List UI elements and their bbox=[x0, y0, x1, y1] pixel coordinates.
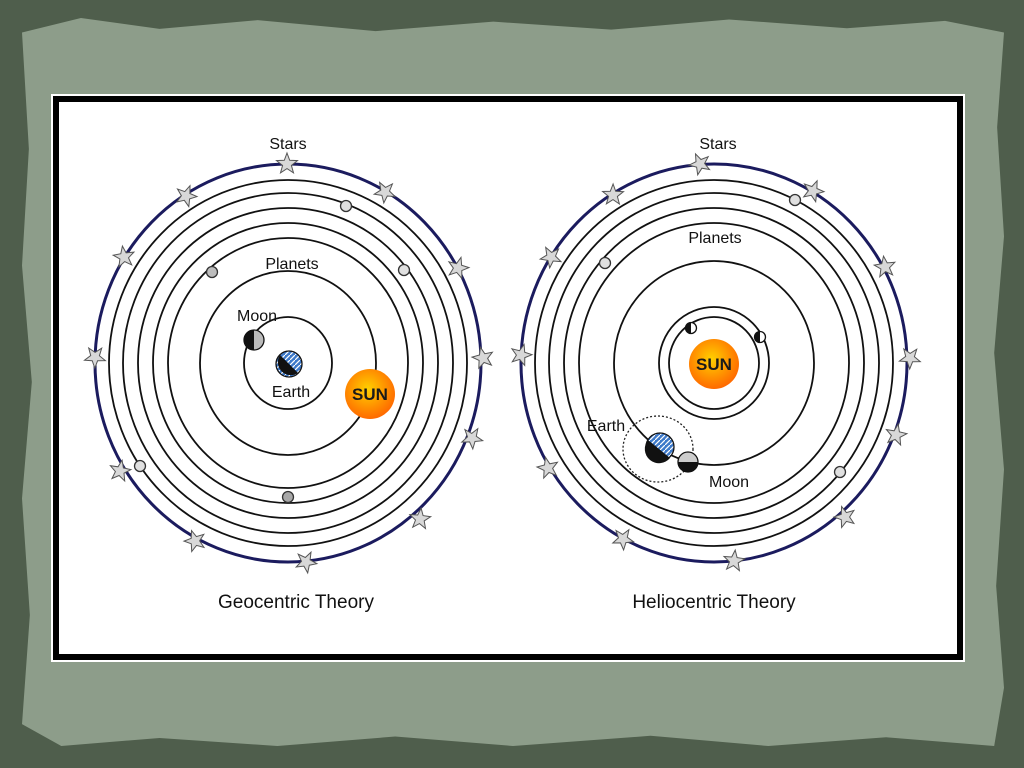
star-icon bbox=[470, 345, 494, 370]
earth-icon bbox=[275, 350, 303, 378]
star-icon bbox=[109, 458, 133, 483]
geo-orbit bbox=[167, 237, 409, 489]
helio-stars-label: Stars bbox=[699, 136, 736, 153]
star-icon bbox=[182, 529, 206, 553]
star-icon bbox=[687, 152, 711, 177]
star-icon bbox=[872, 254, 897, 278]
planet-icon bbox=[598, 256, 612, 270]
star-icon bbox=[802, 179, 826, 204]
earth-icon bbox=[644, 432, 675, 464]
star-icon bbox=[447, 256, 471, 280]
moon-orbit bbox=[622, 415, 694, 483]
planet-icon bbox=[133, 459, 147, 473]
heliocentric-diagram: SUN Stars Planets Earth Moon Heliocentri… bbox=[519, 136, 909, 613]
star-icon bbox=[898, 347, 922, 371]
geo-orbit-sun bbox=[199, 270, 377, 456]
planet-icon bbox=[339, 199, 353, 213]
geo-planets-label: Planets bbox=[265, 256, 318, 273]
star-icon bbox=[372, 181, 397, 205]
star-icon bbox=[111, 244, 136, 268]
helio-title: Heliocentric Theory bbox=[632, 592, 796, 613]
planet-icon bbox=[281, 490, 295, 504]
geo-orbit bbox=[122, 192, 454, 534]
star-icon bbox=[510, 343, 534, 367]
geo-sun-label: SUN bbox=[352, 385, 388, 404]
star-icon bbox=[601, 182, 625, 206]
star-icon bbox=[538, 246, 563, 270]
geo-orbit bbox=[137, 207, 439, 519]
helio-orbit bbox=[578, 222, 850, 504]
geo-orbit bbox=[108, 179, 468, 547]
planet-icon bbox=[397, 263, 411, 277]
star-icon bbox=[460, 427, 485, 451]
star-icon bbox=[722, 548, 747, 572]
helio-orbit bbox=[548, 192, 880, 534]
planet-icon bbox=[684, 321, 698, 335]
star-icon bbox=[83, 346, 107, 370]
sun-icon: SUN bbox=[345, 369, 395, 419]
star-icon bbox=[885, 422, 909, 447]
stars-layer bbox=[83, 151, 922, 575]
helio-star-sphere bbox=[519, 162, 909, 564]
star-icon bbox=[275, 151, 299, 175]
star-icon bbox=[611, 528, 635, 552]
helio-orbit bbox=[534, 179, 894, 547]
helio-planets-label: Planets bbox=[688, 230, 741, 247]
helio-orbit bbox=[668, 316, 760, 410]
helio-orbit bbox=[563, 207, 865, 519]
helio-orbit bbox=[658, 306, 770, 420]
star-icon bbox=[175, 184, 199, 208]
geo-orbit-moon bbox=[243, 316, 333, 410]
moon-icon bbox=[243, 329, 265, 351]
geo-stars-label: Stars bbox=[269, 136, 306, 153]
star-icon bbox=[408, 506, 433, 530]
planet-icon bbox=[753, 330, 767, 344]
geo-moon-label: Moon bbox=[237, 308, 277, 325]
helio-orbit-earth bbox=[613, 260, 815, 466]
star-icon bbox=[832, 505, 856, 529]
sun-icon: SUN bbox=[689, 339, 739, 389]
planet-icon bbox=[788, 193, 802, 207]
helio-earth-label: Earth bbox=[587, 418, 625, 435]
geocentric-diagram: SUN Stars Planets Moon Earth Geocentric … bbox=[93, 136, 483, 613]
geo-earth-label: Earth bbox=[272, 384, 310, 401]
star-icon bbox=[535, 455, 559, 480]
helio-sun-label: SUN bbox=[696, 355, 732, 374]
moon-icon bbox=[677, 451, 699, 473]
helio-moon-label: Moon bbox=[709, 474, 749, 491]
star-icon bbox=[294, 550, 319, 575]
geo-title: Geocentric Theory bbox=[218, 592, 374, 613]
planet-icon bbox=[833, 465, 847, 479]
planet-icon bbox=[205, 265, 219, 279]
